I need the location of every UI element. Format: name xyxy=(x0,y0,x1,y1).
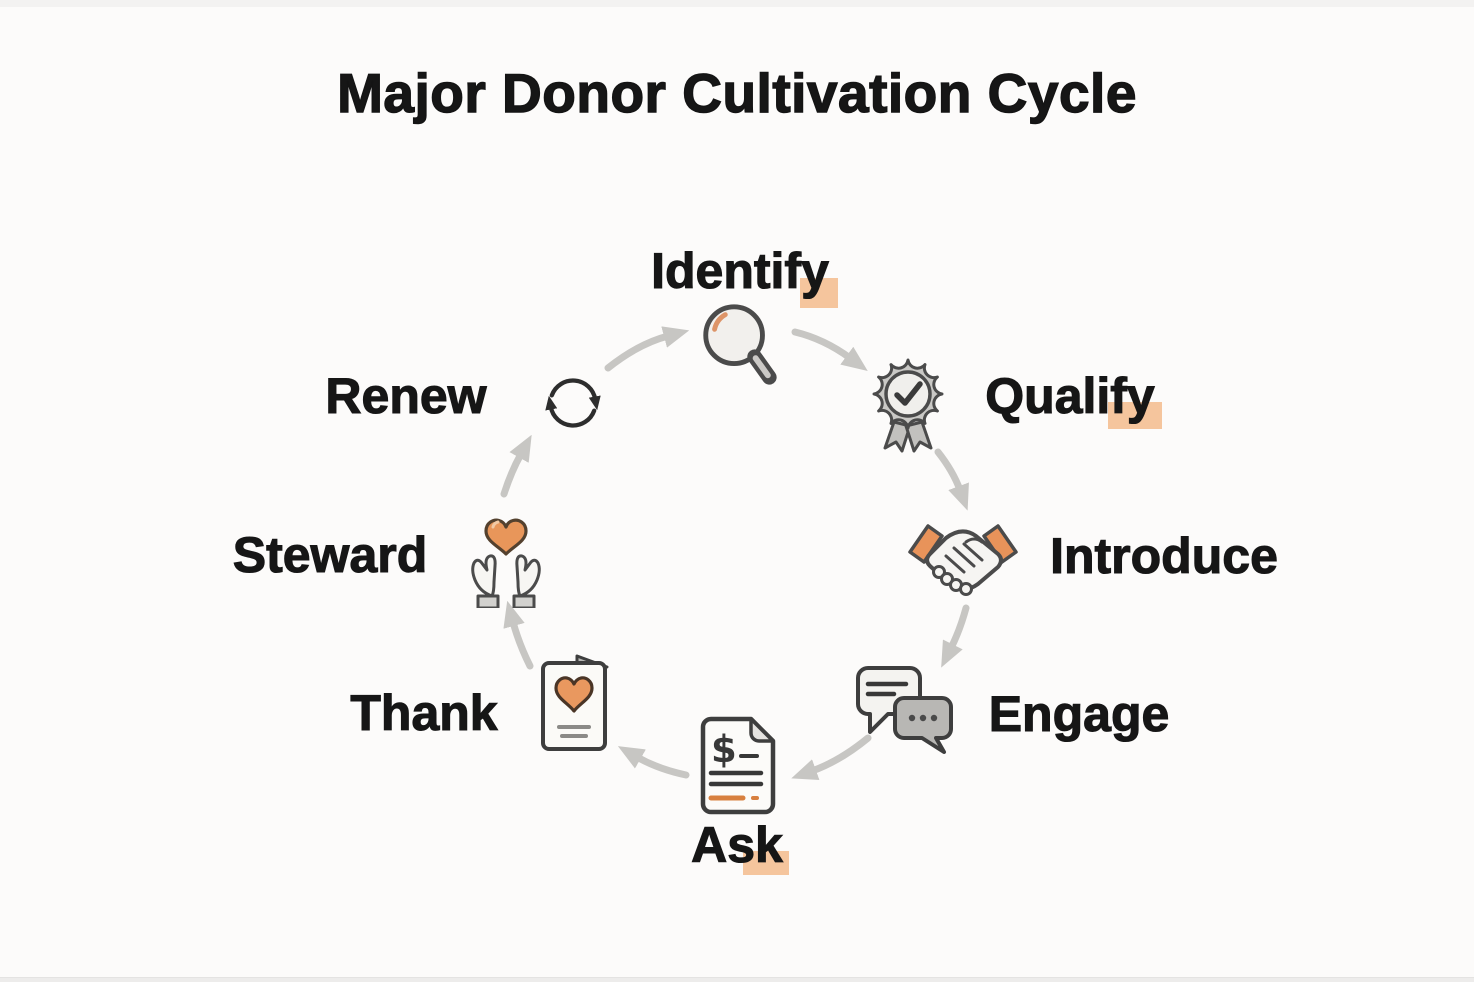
arrow-introduce-to-engage xyxy=(941,604,970,668)
bottom-edge-strip xyxy=(0,977,1474,982)
arrow-ask-to-thank xyxy=(617,746,690,779)
diagram-title: Major Donor Cultivation Cycle xyxy=(336,61,1137,124)
highlight-mark-ask xyxy=(743,851,789,875)
arrow-identify-to-qualify xyxy=(791,328,868,371)
stage-label-steward: Steward xyxy=(232,526,428,583)
top-edge-strip xyxy=(0,0,1474,7)
arrow-qualify-to-introduce xyxy=(934,448,969,511)
thank-you-card-icon xyxy=(541,654,609,751)
stage-label-qualify: Qualify xyxy=(985,367,1156,424)
stage-label-renew: Renew xyxy=(325,367,487,424)
stage-label-engage: Engage xyxy=(988,685,1170,742)
arrow-engage-to-ask xyxy=(791,734,872,781)
hands-holding-heart-icon xyxy=(471,518,541,608)
stage-label-thank: Thank xyxy=(350,684,498,741)
stage-label-introduce: Introduce xyxy=(1050,527,1279,584)
arrow-steward-to-renew xyxy=(500,434,532,498)
chat-bubbles-icon xyxy=(856,666,953,754)
donation-document-icon: $ xyxy=(700,716,776,815)
refresh-cycle-icon xyxy=(545,378,601,428)
highlight-mark-identify xyxy=(800,278,838,308)
handshake-icon xyxy=(908,524,1018,596)
highlight-mark-qualify xyxy=(1108,402,1162,429)
stage-label-identify: Identify xyxy=(651,242,830,299)
stage-label-ask: Ask xyxy=(691,816,784,873)
arrow-thank-to-steward xyxy=(503,600,534,670)
magnifier-icon xyxy=(703,304,777,385)
award-badge-icon xyxy=(872,358,944,453)
dollar-sign-glyph: $ xyxy=(711,728,737,771)
arrow-renew-to-identify xyxy=(604,326,690,372)
